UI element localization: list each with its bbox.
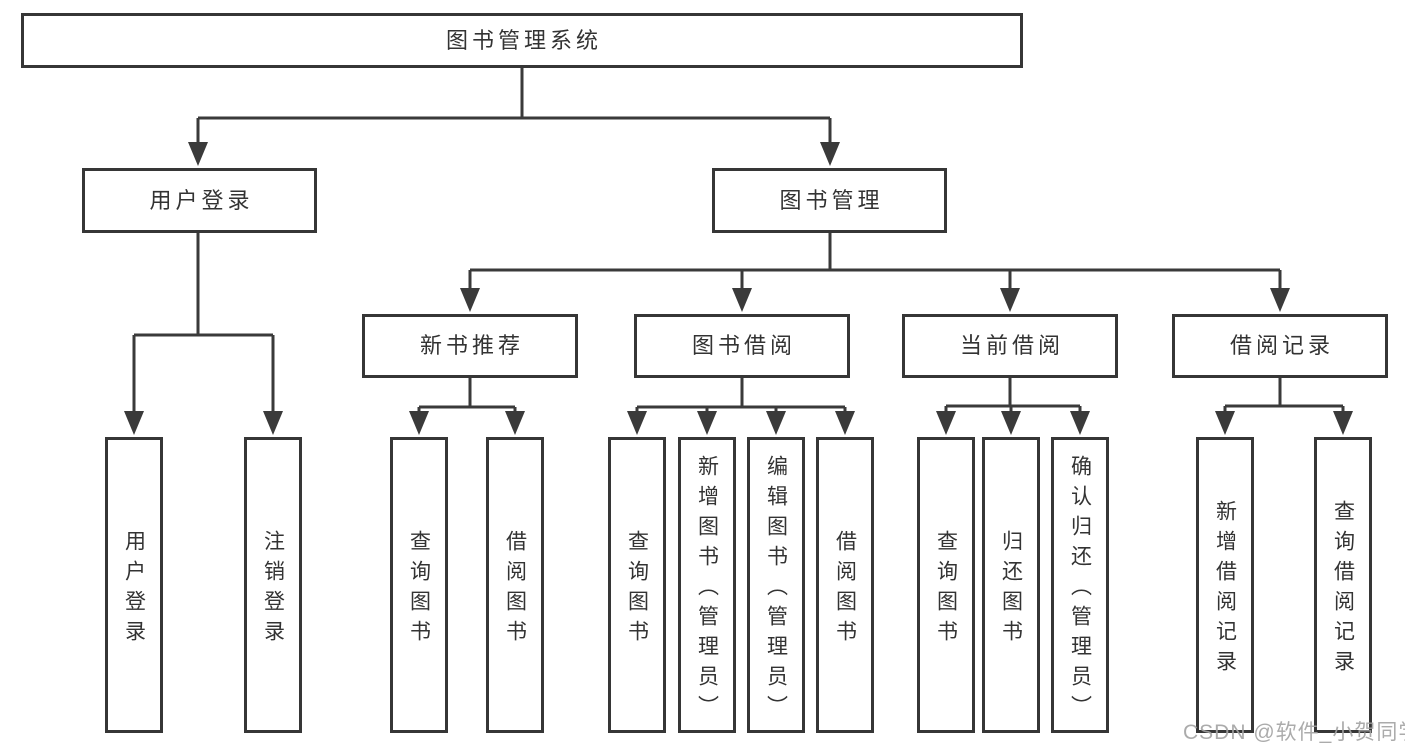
leaf-logout: 注销登录	[244, 437, 302, 733]
node-user-login: 用户登录	[82, 168, 317, 233]
node-label: 查询图书	[934, 529, 958, 650]
csdn-watermark: CSDN @软件_小贺同学	[1183, 721, 1405, 744]
node-label: 确认归还（管理员）	[1068, 454, 1092, 725]
node-label: 归还图书	[999, 529, 1023, 650]
leaf-edit-book-admin: 编辑图书（管理员）	[747, 437, 805, 733]
node-label: 图书管理	[779, 187, 884, 213]
node-new-book-recommend: 新书推荐	[362, 314, 578, 378]
node-label: 注销登录	[261, 529, 285, 650]
node-current-borrow: 当前借阅	[902, 314, 1118, 378]
node-label: 查询借阅记录	[1331, 499, 1355, 680]
node-label: 用户登录	[122, 529, 146, 650]
leaf-borrow-books-recommend: 借阅图书	[486, 437, 544, 733]
leaf-query-books-borrow: 查询图书	[608, 437, 666, 733]
node-label: 当前借阅	[959, 333, 1064, 358]
node-borrow-records: 借阅记录	[1172, 314, 1388, 378]
node-label: 查询图书	[625, 529, 649, 650]
leaf-borrow-books: 借阅图书	[816, 437, 874, 733]
leaf-query-books-current: 查询图书	[917, 437, 975, 733]
leaf-add-borrow-record: 新增借阅记录	[1196, 437, 1254, 733]
node-label: 新书推荐	[419, 333, 524, 358]
node-book-borrow: 图书借阅	[634, 314, 850, 378]
node-label: 新增借阅记录	[1213, 499, 1237, 680]
leaf-return-book: 归还图书	[982, 437, 1040, 733]
leaf-query-books-recommend: 查询图书	[390, 437, 448, 733]
node-library-system: 图书管理系统	[21, 13, 1023, 68]
node-label: 用户登录	[149, 187, 254, 213]
node-label: 新增图书（管理员）	[695, 454, 719, 725]
leaf-user-login: 用户登录	[105, 437, 163, 733]
node-label: 图书借阅	[691, 333, 796, 358]
node-label: 图书管理系统	[445, 27, 602, 53]
leaf-add-book-admin: 新增图书（管理员）	[678, 437, 736, 733]
node-label: 查询图书	[407, 529, 431, 650]
node-label: 借阅记录	[1229, 333, 1334, 358]
node-label: 编辑图书（管理员）	[764, 454, 788, 725]
node-label: 借阅图书	[503, 529, 527, 650]
node-book-management: 图书管理	[712, 168, 947, 233]
node-label: 借阅图书	[833, 529, 857, 650]
leaf-query-borrow-record: 查询借阅记录	[1314, 437, 1372, 733]
leaf-confirm-return-admin: 确认归还（管理员）	[1051, 437, 1109, 733]
